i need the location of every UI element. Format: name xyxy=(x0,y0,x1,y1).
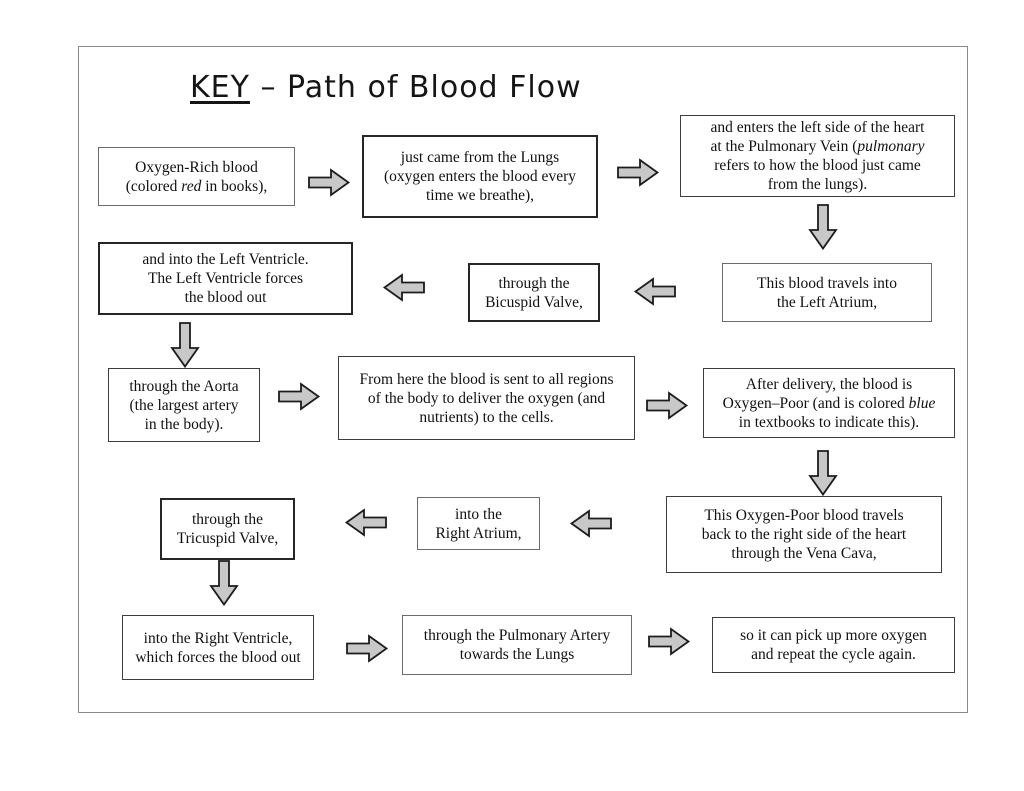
box-text-line: which forces the blood out xyxy=(135,648,301,666)
text-segment: (colored xyxy=(125,177,182,195)
flow-box-tricuspid-valve: through the Tricuspid Valve, xyxy=(160,498,295,560)
box-text-line: Oxygen-Rich blood xyxy=(135,158,258,176)
box-text-line: (the largest artery xyxy=(129,396,239,414)
box-text-line: of the body to deliver the oxygen (and xyxy=(367,389,606,407)
flow-arrow-right-icon xyxy=(278,382,321,411)
box-text-line: This Oxygen-Poor blood travels xyxy=(704,507,904,524)
flow-box-repeat-cycle: so it can pick up more oxygen and repeat… xyxy=(712,617,955,673)
title-rest: – Path of Blood Flow xyxy=(249,70,582,105)
box-text-line: and into the Left Ventricle. xyxy=(142,251,309,268)
box-text-line: nutrients) to the cells. xyxy=(419,408,554,426)
flow-arrow-down-icon xyxy=(808,450,838,497)
box-text-line: just came from the Lungs xyxy=(400,149,560,166)
page-title: KEY – Path of Blood Flow xyxy=(190,70,582,105)
box-text-line: refers to how the blood just came xyxy=(714,157,921,174)
flow-arrow-down-icon xyxy=(170,322,200,369)
text-segment-italic: red xyxy=(181,177,202,195)
box-text-line: into the xyxy=(455,505,502,523)
flow-arrow-right-icon xyxy=(346,634,389,663)
box-text-line: The Left Ventricle forces xyxy=(147,270,304,287)
flow-arrow-down-icon xyxy=(808,204,838,251)
box-text-line: time we breathe), xyxy=(425,187,534,204)
box-text-line: This blood travels into xyxy=(757,274,897,292)
text-segment-italic: blue xyxy=(908,394,936,412)
box-text-line: from the lungs). xyxy=(767,176,868,193)
box-text-line: (oxygen enters the blood every xyxy=(384,168,576,185)
flow-box-oxygen-poor: After delivery, the blood is Oxygen–Poor… xyxy=(703,368,955,438)
box-text-line: Tricuspid Valve, xyxy=(176,530,279,547)
flow-arrow-right-icon xyxy=(617,158,660,187)
flow-arrow-right-icon xyxy=(648,627,691,656)
flow-box-right-atrium: into the Right Atrium, xyxy=(417,497,540,550)
box-text-line: in textbooks to indicate this). xyxy=(738,413,920,431)
flow-box-pulmonary-artery: through the Pulmonary Artery towards the… xyxy=(402,615,632,675)
box-text-line: through the xyxy=(498,274,570,292)
box-text-line: Oxygen–Poor (and is colored blue xyxy=(723,394,936,413)
box-text-line: the Left Atrium, xyxy=(776,293,878,311)
box-text-line: Right Atrium, xyxy=(435,524,522,542)
flow-box-left-ventricle: and into the Left Ventricle. The Left Ve… xyxy=(98,242,353,315)
flow-arrow-left-icon xyxy=(344,508,387,537)
box-text-line: the blood out xyxy=(184,289,267,306)
flow-box-bicuspid-valve: through the Bicuspid Valve, xyxy=(468,263,600,322)
box-text-line: so it can pick up more oxygen xyxy=(740,627,927,644)
box-text-line: in the body). xyxy=(144,415,224,433)
box-text-line: and enters the left side of the heart xyxy=(710,119,925,136)
box-text-line: (colored red in books), xyxy=(126,177,267,196)
flow-arrow-left-icon xyxy=(569,509,612,538)
box-text-line: From here the blood is sent to all regio… xyxy=(359,370,614,388)
box-text-line: at the Pulmonary Vein (pulmonary xyxy=(710,137,924,156)
box-text-line: and repeat the cycle again. xyxy=(751,646,916,663)
box-text-line: through the Vena Cava, xyxy=(731,545,877,562)
text-segment: at the Pulmonary Vein ( xyxy=(710,138,858,155)
flow-box-oxygen-rich: Oxygen-Rich blood (colored red in books)… xyxy=(98,147,295,206)
box-text-line: through the Aorta xyxy=(129,377,239,395)
flow-box-from-lungs: just came from the Lungs (oxygen enters … xyxy=(362,135,598,218)
flow-box-aorta: through the Aorta (the largest artery in… xyxy=(108,368,260,442)
flow-box-pulmonary-vein: and enters the left side of the heart at… xyxy=(680,115,955,197)
box-text-line: into the Right Ventricle, xyxy=(143,629,293,647)
flow-arrow-down-icon xyxy=(209,560,239,607)
flow-box-body-delivery: From here the blood is sent to all regio… xyxy=(338,356,635,440)
box-text-line: back to the right side of the heart xyxy=(701,526,907,543)
flow-box-left-atrium: This blood travels into the Left Atrium, xyxy=(722,263,932,322)
flow-arrow-left-icon xyxy=(633,277,676,306)
box-text-line: towards the Lungs xyxy=(459,646,575,663)
flow-box-right-ventricle: into the Right Ventricle, which forces t… xyxy=(122,615,314,680)
box-text-line: After delivery, the blood is xyxy=(745,375,913,393)
title-key: KEY xyxy=(190,70,250,105)
box-text-line: Bicuspid Valve, xyxy=(485,293,583,311)
flow-arrow-right-icon xyxy=(308,168,351,197)
flow-box-vena-cava: This Oxygen-Poor blood travels back to t… xyxy=(666,496,942,573)
flow-arrow-left-icon xyxy=(382,273,425,302)
flow-arrow-right-icon xyxy=(646,391,689,420)
text-segment: Oxygen–Poor (and is colored xyxy=(722,394,909,412)
text-segment: in books), xyxy=(201,177,268,195)
box-text-line: through the Pulmonary Artery xyxy=(423,627,611,644)
text-segment-italic: pulmonary xyxy=(857,138,925,155)
box-text-line: through the xyxy=(191,511,264,528)
